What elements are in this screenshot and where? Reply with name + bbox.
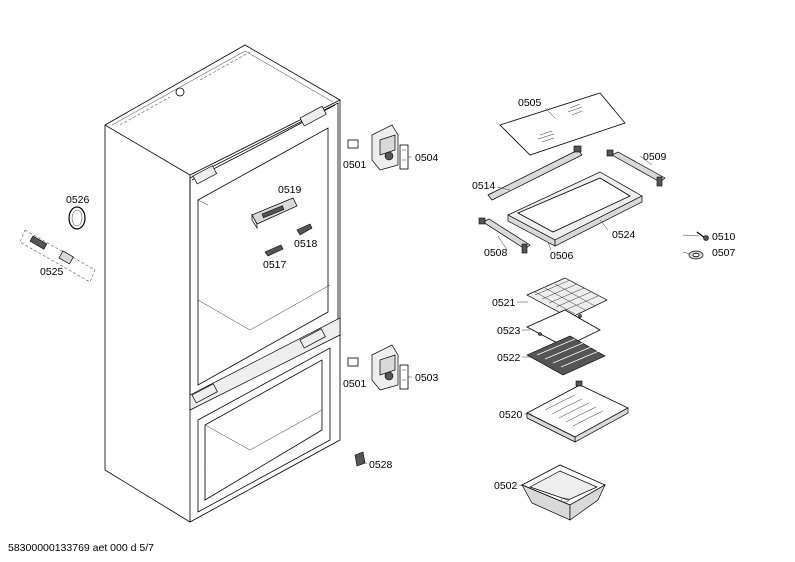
part-0503-hinge <box>371 344 409 391</box>
part-0524-shelf-frame <box>507 171 643 247</box>
label-0504: 0504 <box>415 152 439 164</box>
part-0522-grid <box>526 335 606 376</box>
part-0520-tray <box>526 380 629 443</box>
part-0501-tag-lower <box>347 357 359 367</box>
label-0502: 0502 <box>494 480 518 492</box>
part-0509-rail <box>606 149 666 187</box>
part-0514-rail <box>487 145 583 201</box>
part-0523-plate <box>526 309 601 348</box>
refrigerator-cabinet <box>104 44 341 523</box>
part-0525-group <box>19 229 96 283</box>
label-0524: 0524 <box>612 229 636 241</box>
label-0525: 0525 <box>40 266 64 278</box>
label-0503: 0503 <box>415 372 439 384</box>
label-0526: 0526 <box>66 194 90 206</box>
label-0506: 0506 <box>550 250 574 262</box>
part-0507-washer <box>688 250 704 260</box>
label-0507: 0507 <box>712 247 736 259</box>
part-0505-glass-shelf <box>499 92 626 156</box>
label-0510: 0510 <box>712 231 736 243</box>
part-labels: 0505 0509 0514 0524 0508 0506 0510 0507 … <box>40 97 736 492</box>
label-0517: 0517 <box>263 259 287 271</box>
part-0526-ring <box>68 206 86 230</box>
part-0521-grid <box>526 277 608 319</box>
label-0505: 0505 <box>518 97 542 109</box>
part-0502-drawer <box>521 464 606 521</box>
label-0501-upper: 0501 <box>343 159 367 171</box>
label-0520: 0520 <box>499 409 523 421</box>
label-0528: 0528 <box>369 459 393 471</box>
label-0514: 0514 <box>472 180 496 192</box>
part-0519-bracket <box>251 197 298 230</box>
label-0501-lower: 0501 <box>343 378 367 390</box>
part-0501-tag-upper <box>347 139 359 149</box>
label-0521: 0521 <box>492 297 516 309</box>
label-0519: 0519 <box>278 184 302 196</box>
leader-lines <box>361 107 700 487</box>
label-0518: 0518 <box>294 238 318 250</box>
part-0508-rail <box>478 217 531 254</box>
part-0528-clip <box>354 451 366 467</box>
part-0517-clip <box>264 244 284 257</box>
label-0509: 0509 <box>643 151 667 163</box>
part-0510-screw <box>696 231 709 241</box>
document-footer-id: 58300000133769 aet 000 d 5/7 <box>8 542 154 554</box>
label-0508: 0508 <box>484 247 508 259</box>
label-0522: 0522 <box>497 352 521 364</box>
part-0518-clip <box>296 223 313 236</box>
label-0523: 0523 <box>497 325 521 337</box>
part-0504-hinge <box>371 124 409 171</box>
